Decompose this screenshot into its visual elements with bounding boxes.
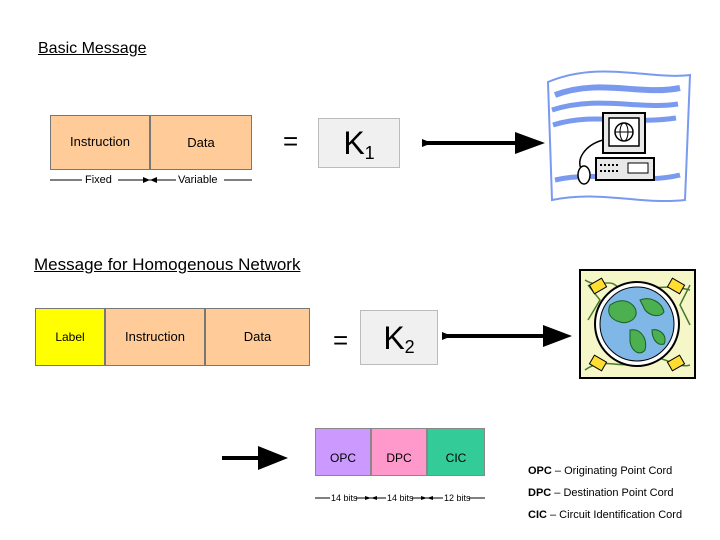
dpc-field: DPC bbox=[371, 428, 427, 476]
k2-letter: K bbox=[383, 319, 405, 356]
basic-variable-label: Variable bbox=[178, 174, 218, 186]
basic-data-field: Data bbox=[150, 115, 252, 170]
legend-dpc-definition: – Destination Point Cord bbox=[551, 487, 674, 499]
opc-field: OPC bbox=[315, 428, 371, 476]
legend-cic-term: CIC bbox=[528, 509, 547, 521]
legend-dpc-term: DPC bbox=[528, 487, 552, 499]
homogenous-instruction-field: Instruction bbox=[105, 308, 205, 366]
basic-fixed-label: Fixed bbox=[85, 174, 112, 186]
basic-data-label: Data bbox=[187, 135, 215, 150]
legend-dpc: DPC – Destination Point Cord bbox=[528, 487, 674, 499]
basic-instruction-field: Instruction bbox=[50, 115, 150, 170]
basic-message-title: Basic Message bbox=[38, 40, 147, 57]
homogenous-equals-sign: = bbox=[333, 325, 349, 355]
homogenous-label-text: Label bbox=[55, 330, 85, 344]
cic-field-label: CIC bbox=[445, 451, 467, 465]
dpc-field-label: DPC bbox=[386, 451, 412, 465]
basic-instruction-label: Instruction bbox=[70, 134, 130, 149]
legend-opc: OPC – Originating Point Cord bbox=[528, 465, 672, 477]
homogenous-data-label: Data bbox=[243, 329, 272, 344]
legend-cic: CIC – Circuit Identification Cord bbox=[528, 509, 682, 521]
homogenous-instruction-label: Instruction bbox=[125, 329, 185, 344]
legend-cic-definition: – Circuit Identification Cord bbox=[546, 509, 683, 521]
homogenous-title: Message for Homogenous Network bbox=[34, 255, 301, 274]
homogenous-label-field: Label bbox=[35, 308, 105, 366]
cic-field: CIC bbox=[427, 428, 485, 476]
homogenous-data-field: Data bbox=[205, 308, 310, 366]
cic-bits-label: 12 bits bbox=[444, 493, 471, 503]
k1-subscript: 1 bbox=[364, 142, 375, 163]
k1-letter: K bbox=[343, 125, 365, 161]
opc-field-label: OPC bbox=[329, 451, 356, 465]
k2-subscript: 2 bbox=[404, 337, 415, 357]
legend-opc-definition: – Originating Point Cord bbox=[551, 465, 673, 477]
legend-opc-term: OPC bbox=[528, 465, 552, 477]
dpc-bits-label: 14 bits bbox=[387, 493, 414, 503]
opc-bits-label: 14 bits bbox=[331, 493, 358, 503]
basic-equals-sign: = bbox=[283, 126, 299, 156]
